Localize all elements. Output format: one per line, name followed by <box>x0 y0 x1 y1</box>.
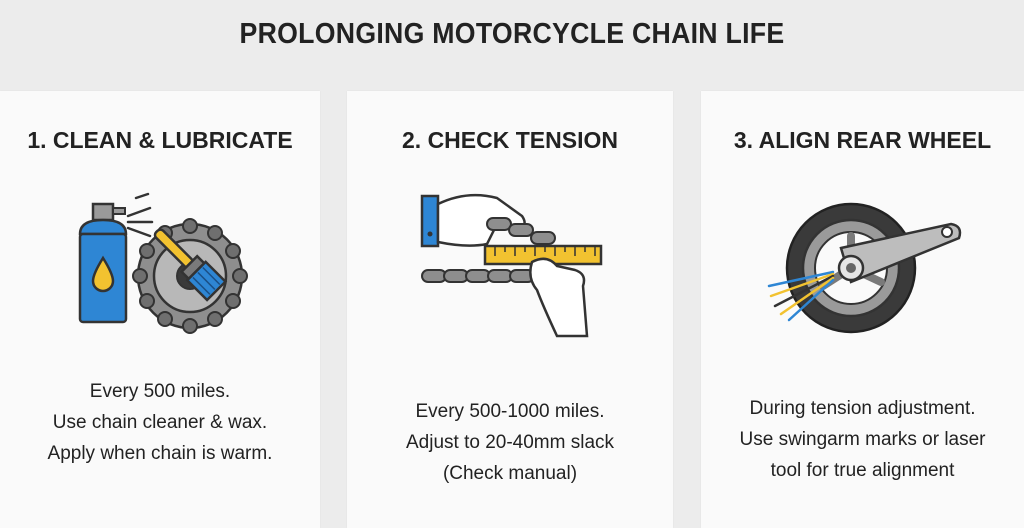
step-description: During tension adjustment. Use swingarm … <box>701 393 1024 486</box>
step-line: Every 500 miles. <box>89 381 231 402</box>
step-line: Adjust to 20-40mm slack <box>405 432 615 453</box>
step-line: Use swingarm marks or laser <box>739 429 986 450</box>
step-line: During tension adjustment. <box>749 398 976 419</box>
step-description: Every 500-1000 miles. Adjust to 20-40mm … <box>347 396 673 489</box>
step-heading: 3. ALIGN REAR WHEEL <box>733 127 992 153</box>
step-description: Every 500 miles. Use chain cleaner & wax… <box>0 376 320 469</box>
step-card-align-rear-wheel: 3. ALIGN REAR WHEEL <box>701 91 1024 528</box>
step-heading: 1. CLEAN & LUBRICATE <box>27 127 293 153</box>
step-card-clean-lubricate: 1. CLEAN & LUBRICATE <box>0 91 320 528</box>
step-card-check-tension: 2. CHECK TENSION <box>347 91 673 528</box>
step-line: Apply when chain is warm. <box>47 443 273 464</box>
hand-measuring-chain-icon <box>347 186 673 356</box>
step-line: (Check manual) <box>442 463 578 484</box>
step-line: Use chain cleaner & wax. <box>52 412 268 433</box>
step-line: Every 500-1000 miles. <box>415 401 605 422</box>
page-title: PROLONGING MOTORCYCLE CHAIN LIFE <box>239 18 785 50</box>
rear-wheel-alignment-icon <box>701 186 1024 356</box>
spray-can-and-brush-icon <box>0 186 320 341</box>
step-line: tool for true alignment <box>770 460 955 481</box>
step-heading: 2. CHECK TENSION <box>402 127 618 153</box>
